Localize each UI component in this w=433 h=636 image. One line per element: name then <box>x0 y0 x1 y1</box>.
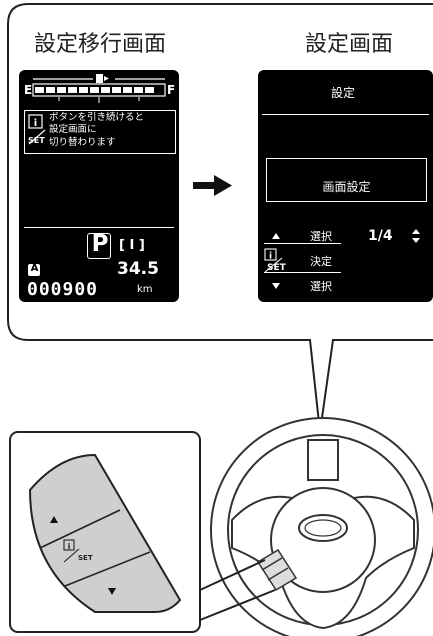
callout-frame <box>7 3 433 433</box>
wheel-emblem <box>298 514 348 542</box>
confirm-label: 決定 <box>310 255 332 268</box>
set-label: SET <box>28 136 45 145</box>
select-up-label: 選択 <box>310 230 332 243</box>
select-down-label: 選択 <box>310 280 332 293</box>
message-box: i SET ボタンを引き続けると 設定画面に 切り替わります <box>24 110 176 154</box>
steering-wheel <box>210 417 433 636</box>
svg-text:i: i <box>269 252 272 262</box>
settings-header: 設定 <box>331 86 356 100</box>
odometer-unit: km <box>137 284 153 295</box>
gear-range: [ I ] <box>119 238 145 253</box>
down-triangle-icon <box>108 588 116 595</box>
right-screen-title: 設定画面 <box>305 32 394 57</box>
switch-housing <box>28 453 182 613</box>
up-triangle-icon <box>50 516 58 523</box>
message-line-2: 設定画面に <box>49 124 97 135</box>
up-down-icon <box>412 229 420 243</box>
wheel-switch-small <box>256 548 298 592</box>
meter-display-outline <box>307 439 339 481</box>
info-set-icon: i <box>28 114 46 145</box>
fuel-pump-icon <box>96 74 109 83</box>
gear-position: P <box>91 231 109 257</box>
header-divider <box>262 114 429 115</box>
switch-set-label: SET <box>78 554 93 562</box>
set-button-icon: i <box>264 248 283 273</box>
gear-box <box>87 233 111 259</box>
message-line-3: 切り替わります <box>49 137 116 148</box>
wheel-emblem-inner <box>304 519 342 537</box>
select-up-underline <box>264 243 341 244</box>
svg-text:i: i <box>34 118 37 129</box>
divider <box>24 227 174 228</box>
transition-arrow <box>193 175 232 196</box>
left-screen-title: 設定移行画面 <box>34 32 167 57</box>
switch-detail <box>28 453 182 613</box>
zoom-connector <box>199 559 276 621</box>
selected-item-box[interactable] <box>266 158 427 202</box>
trip-badge <box>28 264 40 276</box>
odometer-value: 000900 <box>27 279 99 300</box>
svg-text:i: i <box>68 542 71 551</box>
selected-item-label: 画面設定 <box>322 180 371 194</box>
fuel-empty-label: E <box>24 83 33 97</box>
confirm-underline <box>264 272 341 273</box>
page-indicator: 1/4 <box>368 228 393 244</box>
trip-value: 34.5 <box>117 259 159 279</box>
set-icon-label: SET <box>267 263 286 273</box>
settings-screen: 設定 画面設定 選択 1/4 i SET 決定 選択 <box>258 70 433 302</box>
message-line-1: ボタンを引き続けると <box>49 112 145 123</box>
switch-set-icon: i <box>63 539 80 563</box>
fuel-gauge <box>32 74 166 103</box>
select-down-icon <box>272 283 280 289</box>
transition-screen: E F i SET ボタンを引き続けると 設定画面に 切り替わります P [ I… <box>19 70 179 302</box>
select-up-icon <box>272 233 280 239</box>
fuel-full-label: F <box>167 83 176 97</box>
trip-label: A <box>30 263 39 274</box>
